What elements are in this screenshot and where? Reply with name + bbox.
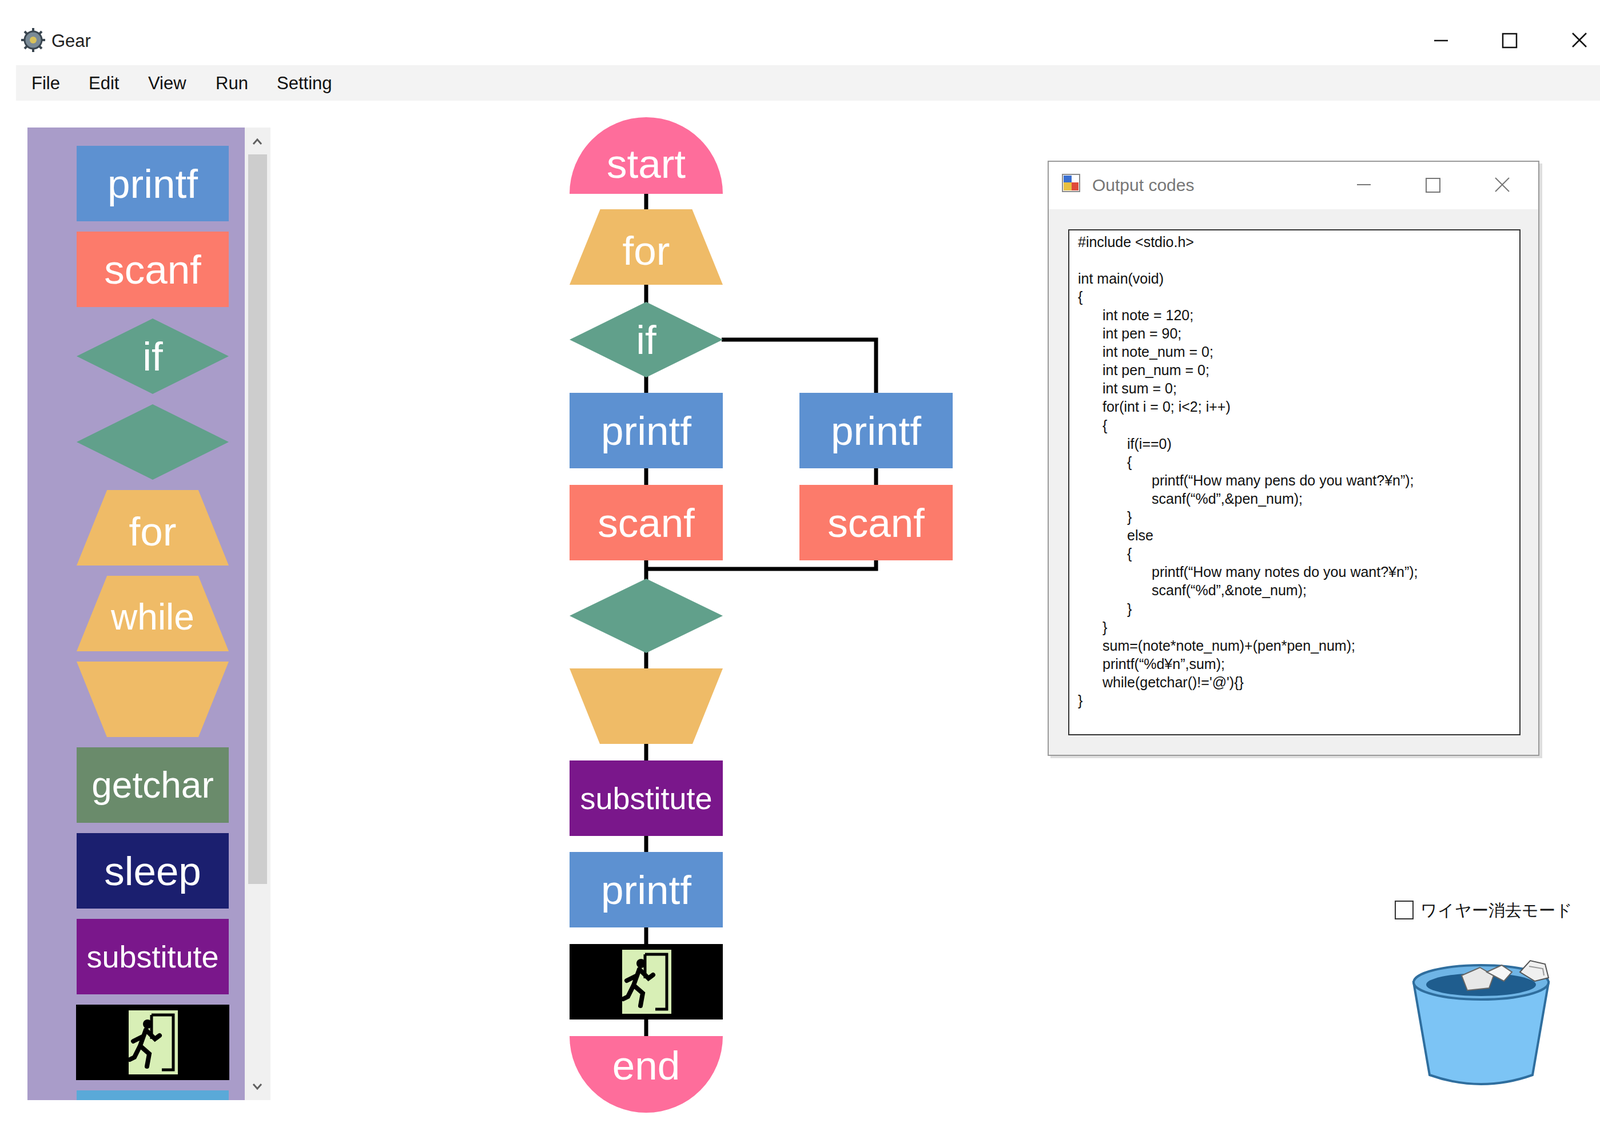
menu-item: File	[31, 74, 61, 93]
code-line: #include <stdio.h>	[1077, 235, 1194, 250]
palette-loop-end	[76, 661, 229, 738]
palette-scanf: scanf	[76, 231, 229, 308]
palette-if: if	[76, 318, 229, 394]
exit-block	[569, 944, 723, 1020]
menu-item: Edit	[88, 74, 119, 93]
trash-can	[1413, 960, 1549, 1085]
node-label: printf	[601, 410, 692, 452]
code-line: int pen = 90;	[1102, 326, 1182, 341]
node-label: for	[129, 511, 177, 552]
code-line: printf(“%d¥n”,sum);	[1102, 657, 1225, 672]
node-label: scanf	[104, 249, 202, 290]
code-line: {	[1127, 455, 1132, 470]
palette-sleep: sleep	[76, 833, 229, 909]
code-line: printf(“How many notes do you want?¥n”);	[1151, 564, 1419, 580]
code-line: int pen_num = 0;	[1102, 363, 1210, 378]
scrollbar	[244, 127, 271, 1101]
checkbox-label: ワイヤー消去モード	[1420, 902, 1573, 919]
code-line: }	[1102, 620, 1108, 635]
flow-connector	[644, 283, 649, 304]
node-label: scanf	[827, 502, 925, 544]
node-label: printf	[107, 163, 198, 205]
node-label: printf	[601, 869, 692, 911]
code-line: }	[1127, 510, 1132, 525]
node-label: for	[622, 230, 671, 272]
app-icon	[21, 28, 46, 53]
process-box: printf	[799, 392, 953, 469]
palette-substitute: substitute	[76, 918, 229, 995]
code-line: sum=(note*note_num)+(pen*pen_num);	[1102, 638, 1356, 654]
code-line: while(getchar()!='@'){}	[1102, 675, 1244, 690]
node-label: scanf	[597, 502, 695, 544]
menu-item: View	[148, 74, 187, 93]
input-box: scanf	[569, 484, 723, 561]
node-label: getchar	[91, 766, 214, 804]
window-title: Output codes	[1092, 176, 1194, 194]
code-line: {	[1077, 289, 1083, 305]
output-window	[1048, 161, 1543, 759]
process-box: printf	[569, 852, 723, 928]
menu-item: Setting	[276, 74, 333, 93]
flow-connector	[644, 467, 649, 487]
code-line: int note_num = 0;	[1102, 344, 1214, 360]
menu-item: Run	[215, 74, 249, 93]
loop-start: for	[569, 209, 723, 285]
node-label: while	[110, 598, 195, 636]
palette-panel	[27, 127, 245, 1101]
palette-for: for	[76, 490, 229, 566]
flow-connector	[721, 339, 877, 394]
flow-connector	[874, 467, 879, 487]
code-line: scanf(“%d”,&pen_num);	[1151, 491, 1303, 507]
palette-exit	[76, 1004, 230, 1081]
flow-connector	[644, 376, 649, 394]
terminal-end: end	[569, 1036, 723, 1113]
node-label: end	[612, 1045, 680, 1086]
loop-end	[569, 668, 723, 744]
node-label: if	[635, 319, 657, 361]
palette-while: while	[76, 575, 229, 652]
palette-printf: printf	[76, 145, 229, 222]
node-label: sleep	[104, 850, 202, 892]
code-line: }	[1127, 602, 1132, 617]
process-box: substitute	[569, 760, 723, 837]
code-line: if(i==0)	[1127, 436, 1172, 452]
checkbox	[1395, 901, 1414, 919]
flow-connector	[644, 834, 649, 854]
code-line: int note = 120;	[1102, 308, 1194, 323]
input-box: scanf	[799, 484, 953, 561]
terminal-start: start	[569, 117, 723, 194]
code-line: for(int i = 0; i<2; i++)	[1102, 399, 1231, 415]
window-controls	[1434, 33, 1587, 48]
node-label: start	[606, 143, 686, 185]
merge-diamond	[569, 578, 723, 654]
code-line: printf(“How many pens do you want?¥n”);	[1151, 473, 1415, 488]
menu-bar	[16, 65, 1600, 101]
code-line: else	[1127, 528, 1154, 543]
code-line: int sum = 0;	[1102, 381, 1177, 396]
process-box: printf	[569, 392, 723, 469]
palette-getchar: getchar	[76, 747, 229, 823]
node-label: if	[142, 336, 163, 377]
node-label: printf	[830, 410, 922, 452]
code-line: {	[1102, 418, 1108, 433]
code-line: scanf(“%d”,&note_num);	[1151, 583, 1307, 598]
app-title: Gear	[51, 32, 91, 50]
flow-connector	[644, 192, 649, 211]
node-label: substitute	[579, 782, 712, 814]
code-line: {	[1127, 546, 1132, 561]
code-line: int main(void)	[1077, 271, 1164, 286]
palette-diamond	[76, 404, 229, 480]
code-line: }	[1077, 693, 1083, 708]
decision-diamond: if	[569, 301, 723, 378]
node-label: substitute	[86, 941, 219, 973]
